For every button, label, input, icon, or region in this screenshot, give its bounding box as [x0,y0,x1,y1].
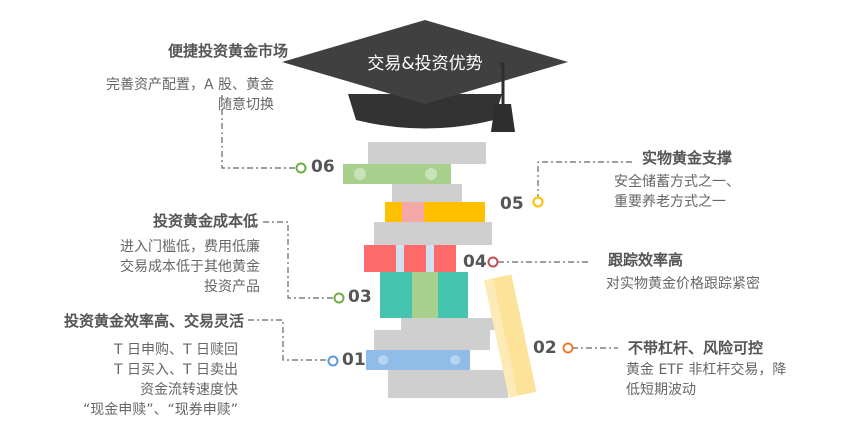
item-06-line-2: 随意切换 [218,97,274,113]
connector-05 [537,161,632,198]
book [374,222,492,245]
marker-05 [532,196,544,208]
item-05-number: 05 [500,194,524,214]
pencil-icon [484,274,537,398]
item-04-number: 04 [463,252,487,272]
marker-01 [327,355,339,367]
connector-01 [248,319,330,361]
connector-06 [221,95,296,169]
item-02-line-2: 低短期波动 [626,382,696,398]
book [374,330,490,350]
item-05-heading: 实物黄金支撑 [642,149,733,167]
connector-lines [221,95,632,361]
book [392,184,462,202]
item-06-line-1: 完善资产配置，A 股、黄金 [105,77,274,93]
book-blue [366,350,470,370]
marker-03 [333,292,345,304]
book [388,370,508,398]
page-title: 交易&投资优势 [367,54,483,74]
item-06-number: 06 [311,157,335,177]
item-04-line-1: 对实物黄金价格跟踪紧密 [606,276,760,292]
item-02-number: 02 [533,338,557,358]
item-05-line-2: 重要养老方式之一 [614,194,726,210]
item-03-line-1: 进入门槛低，费用低廉 [120,239,260,255]
book-yellow [385,202,485,222]
book [368,142,486,164]
item-01-line-2: T 日买入、T 日卖出 [113,362,238,378]
book-red [364,245,456,272]
marker-06 [295,162,307,174]
connector-03 [263,221,334,299]
item-01-line-1: T 日申购、T 日赎回 [113,342,238,358]
item-02-heading: 不带杠杆、风险可控 [628,339,764,357]
item-02-line-1: 黄金 ETF 非杠杆交易，降 [626,362,787,378]
item-01-line-3: 资金流转速度快 [140,382,238,398]
item-03-heading: 投资黄金成本低 [152,212,258,230]
item-04-heading: 跟踪效率高 [608,251,684,269]
book-stack [343,142,508,398]
book-green [343,164,451,184]
marker-04 [487,256,499,268]
item-03-line-2: 交易成本低于其他黄金 [120,259,260,275]
item-06-heading: 便捷投资黄金市场 [167,42,288,60]
item-01-number: 01 [342,350,366,370]
graduation-cap-icon [282,20,568,132]
item-03-line-3: 投资产品 [204,279,260,295]
markers [295,162,574,367]
item-01-line-4: “现金申赎”、“现券申赎” [82,402,238,418]
marker-02 [562,342,574,354]
item-03-number: 03 [348,287,372,307]
item-01-heading: 投资黄金效率高、交易灵活 [63,312,244,330]
book [401,318,499,330]
item-05-line-1: 安全储蓄方式之一、 [614,174,740,190]
